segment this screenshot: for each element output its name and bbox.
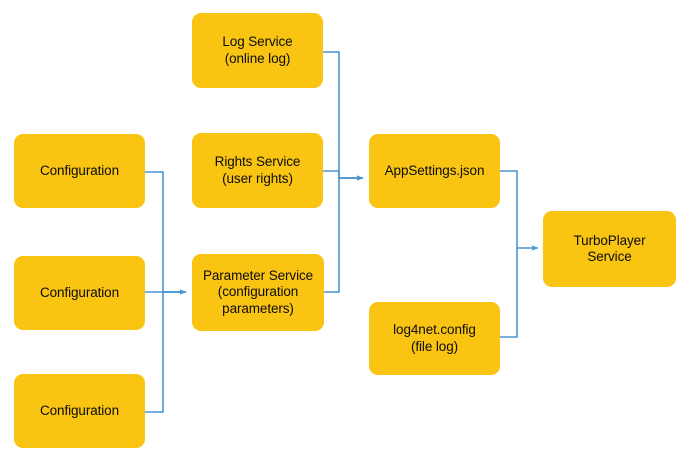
node-log-service[interactable]: Log Service (online log) xyxy=(192,13,323,88)
connector-configuration-3-to-parameter-service xyxy=(145,289,187,413)
node-label: log4net.config (file log) xyxy=(393,322,476,354)
node-parameter-service[interactable]: Parameter Service (configuration paramet… xyxy=(192,254,324,331)
connector-log4net-to-turboplayer xyxy=(500,248,518,338)
node-label: TurboPlayer Service xyxy=(573,232,646,265)
connector-parameter-service-to-appsettings xyxy=(324,175,364,293)
node-label: Configuration xyxy=(39,402,119,418)
node-label: Configuration xyxy=(39,162,119,178)
connector-rights-service-to-appsettings xyxy=(323,170,364,181)
node-turboplayer-service[interactable]: TurboPlayer Service xyxy=(543,211,676,287)
connector-appsettings-to-turboplayer xyxy=(500,170,539,251)
node-log4net-config[interactable]: log4net.config (file log) xyxy=(369,302,500,375)
node-label: AppSettings.json xyxy=(384,162,485,178)
node-label: Parameter Service (configuration paramet… xyxy=(202,267,314,316)
node-rights-service[interactable]: Rights Service (user rights) xyxy=(192,133,323,208)
node-configuration-3[interactable]: Configuration xyxy=(14,374,145,448)
node-appsettings-json[interactable]: AppSettings.json xyxy=(369,134,500,208)
node-configuration-2[interactable]: Configuration xyxy=(14,256,145,330)
connector-configuration-1-to-parameter-service xyxy=(145,171,187,295)
node-label: Configuration xyxy=(39,284,119,300)
node-label: Log Service (online log) xyxy=(222,34,293,66)
node-configuration-1[interactable]: Configuration xyxy=(14,134,145,208)
node-label: Rights Service (user rights) xyxy=(214,154,301,186)
connector-log-service-to-appsettings xyxy=(323,51,364,181)
